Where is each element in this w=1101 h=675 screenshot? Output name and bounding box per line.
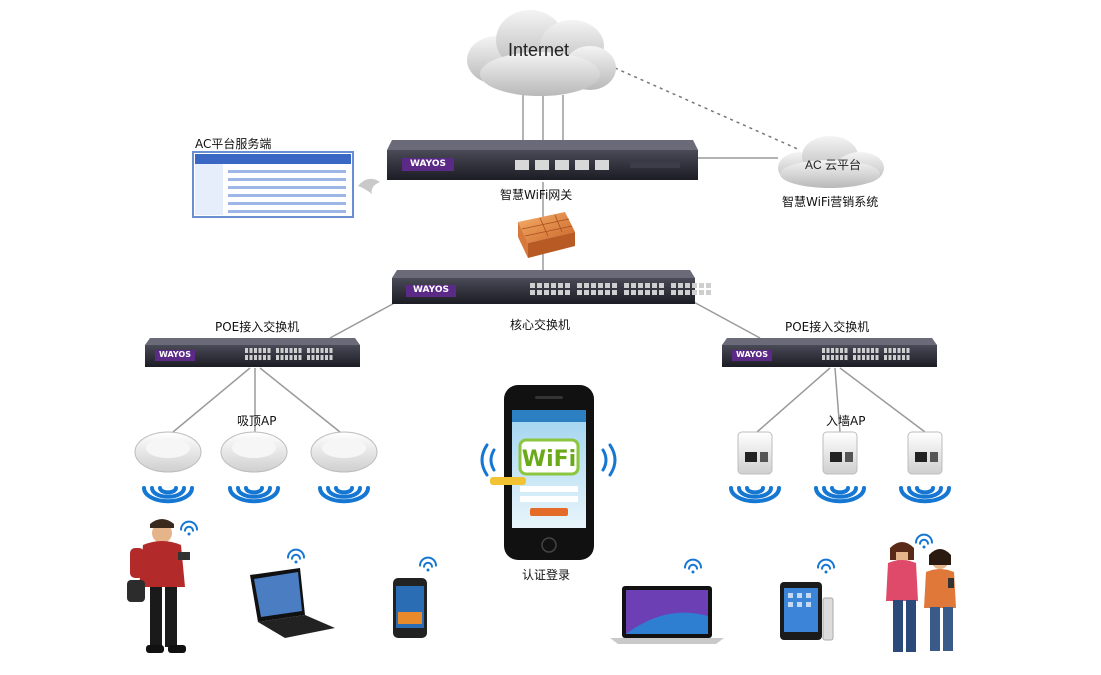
ceiling-ap-3-icon (310, 431, 378, 473)
auth-login-label: 认证登录 (522, 568, 571, 582)
wifi-signal-icon-5 (814, 486, 866, 504)
poe-switch-right-icon (722, 338, 937, 367)
person-left-icon (127, 519, 190, 653)
poe-switch-left-label: POE接入交换机 (215, 320, 300, 334)
ceiling-ap-1-icon (134, 431, 202, 473)
phone-signal-left-icon (480, 443, 496, 477)
gateway-brand-badge: WAYOS (410, 159, 446, 169)
link-poeR-ap3 (839, 367, 926, 433)
phone-wifi-logo: WiFi (522, 447, 576, 472)
wifi-signal-icon-6 (899, 486, 951, 504)
client-wifi-icon-3 (419, 556, 437, 572)
wifi-signal-icon-3 (318, 486, 370, 504)
wall-ap-2-icon (822, 431, 858, 475)
poe-switch-right-label: POE接入交换机 (785, 320, 870, 334)
firewall-icon (518, 212, 575, 258)
link-core-poe-left (329, 299, 401, 339)
tablet-icon (780, 582, 834, 641)
client-wifi-icon-1 (180, 520, 198, 536)
link-core-poe-right (689, 299, 761, 339)
phone-signal-right-icon (601, 443, 617, 477)
gateway-label: 智慧WiFi网关 (500, 188, 573, 202)
macbook-icon (610, 586, 724, 644)
wall-ap-1-icon (737, 431, 773, 475)
ceiling-ap-label: 吸顶AP (237, 414, 277, 428)
client-wifi-icon-2 (287, 548, 305, 564)
client-wifi-icon-5 (817, 558, 835, 574)
link-poeL-ap3 (259, 367, 341, 433)
link-poeR-ap2 (834, 367, 841, 433)
link-internet-ac-cloud-dashed (614, 67, 801, 151)
core-switch-brand-badge: WAYOS (413, 285, 449, 295)
wifi-signal-icon-4 (729, 486, 781, 504)
core-switch-label: 核心交换机 (510, 318, 571, 332)
link-poeL-ap1 (172, 367, 251, 433)
wifi-signal-icon-1 (142, 486, 194, 504)
people-right-icon (886, 542, 956, 652)
ac-server-monitor-icon (192, 151, 380, 218)
link-poeR-ap1 (756, 367, 831, 433)
mobile-phone-icon (393, 578, 427, 638)
poe-switch-left-icon (145, 338, 360, 367)
internet-cloud-icon (467, 10, 616, 96)
laptop-icon (250, 568, 335, 638)
client-wifi-icon-6 (915, 533, 933, 549)
ceiling-ap-2-icon (220, 431, 288, 473)
wall-ap-label: 入墙AP (826, 414, 866, 428)
connections (172, 95, 926, 433)
client-wifi-icon-4 (684, 558, 702, 574)
poe-left-brand-badge: WAYOS (159, 350, 191, 359)
wifi-signal-icon-2 (228, 486, 280, 504)
core-switch-icon (392, 270, 711, 304)
gateway-device-icon (387, 140, 698, 180)
ac-cloud-label: AC 云平台 (805, 158, 862, 172)
ac-cloud-icon (778, 136, 884, 188)
ac-server-label: AC平台服务端 (195, 137, 272, 151)
auth-smartphone-icon: WiFi (490, 385, 594, 560)
marketing-system-label: 智慧WiFi营销系统 (782, 195, 879, 209)
internet-label: Internet (508, 40, 570, 60)
wall-ap-3-icon (907, 431, 943, 475)
poe-right-brand-badge: WAYOS (736, 350, 768, 359)
